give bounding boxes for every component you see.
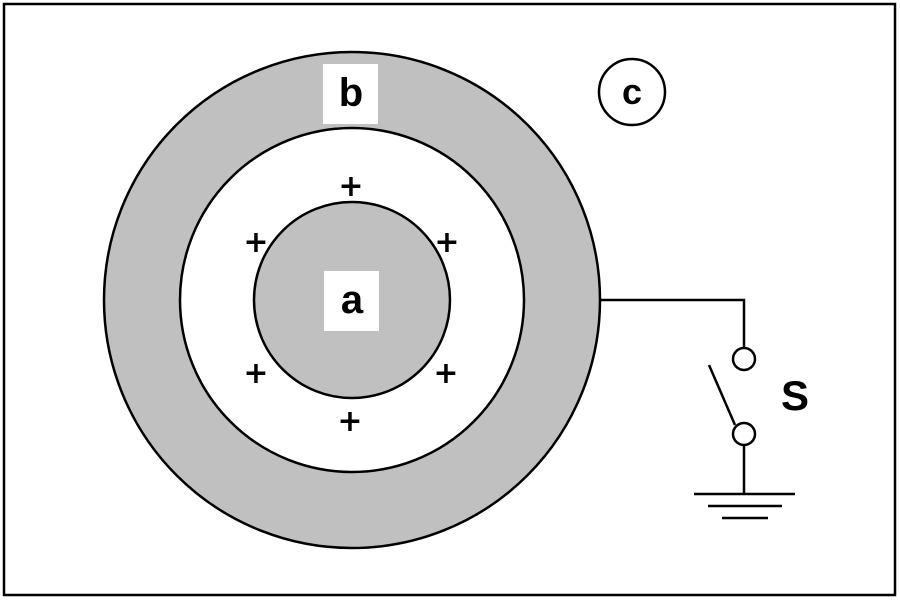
switch-label: S [781, 372, 809, 419]
positive-charge-top: + [338, 169, 363, 204]
positive-charge-lower-right: + [433, 356, 458, 391]
switch-terminal-bottom [731, 421, 757, 447]
ground-icon [694, 492, 795, 520]
outside-region-marker [597, 57, 667, 127]
inner-sphere-label: a [341, 278, 364, 322]
positive-charge-upper-left: + [243, 225, 268, 260]
switch-terminal-top [731, 346, 757, 372]
positive-charge-bottom: + [337, 404, 362, 439]
outside-region-label: c [622, 71, 642, 112]
ground-wire [600, 298, 746, 347]
positive-charge-upper-right: + [434, 225, 459, 260]
inner-sphere-label-box [324, 271, 379, 331]
positive-charge-lower-left: + [243, 356, 268, 391]
outer-shell-label: b [339, 71, 363, 115]
switch-blade [707, 364, 737, 426]
outer-shell-label-box [323, 64, 378, 124]
